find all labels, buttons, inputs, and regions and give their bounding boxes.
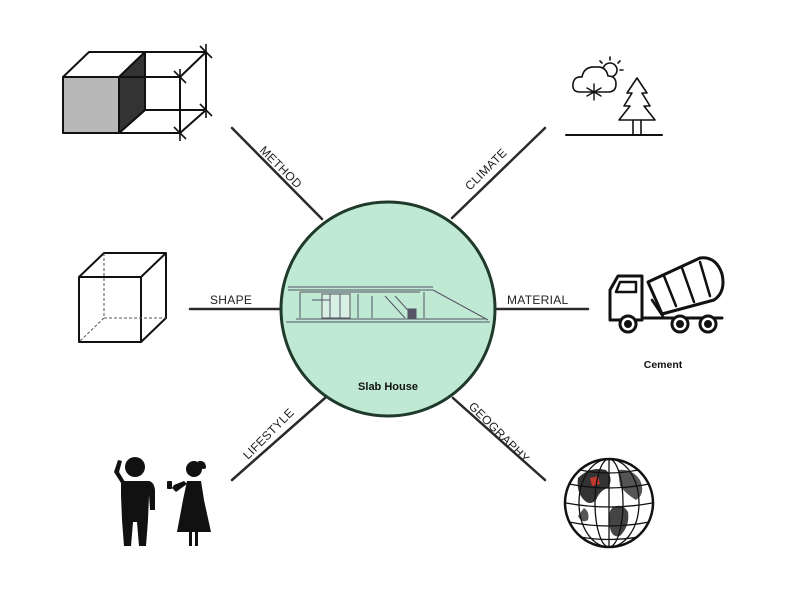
spoke-label-shape: SHAPE — [210, 293, 252, 307]
spoke-line-method — [230, 126, 324, 221]
construction-cube-icon — [62, 44, 213, 141]
center-node: Slab House — [279, 200, 497, 418]
cement-mixer-truck-icon — [608, 256, 725, 334]
spoke-line-climate — [450, 126, 547, 220]
material-caption: Cement — [644, 359, 683, 371]
wireframe-cube-icon — [78, 252, 167, 343]
globe-icon — [563, 457, 655, 549]
spoke-label-lifestyle: LIFESTYLE — [240, 406, 297, 463]
spoke-label-geography: GEOGRAPHY — [466, 399, 533, 466]
people-icon — [114, 457, 211, 546]
spoke-line-geography — [451, 396, 547, 482]
spoke-lines — [188, 126, 590, 482]
slab-house-icon — [286, 286, 490, 323]
center-circle — [279, 200, 497, 418]
spoke-line-lifestyle — [230, 396, 327, 482]
spoke-label-method: METHOD — [257, 143, 305, 191]
center-label: Slab House — [358, 381, 418, 393]
weather-tree-icon — [565, 56, 663, 136]
spoke-label-material: MATERIAL — [507, 293, 569, 307]
